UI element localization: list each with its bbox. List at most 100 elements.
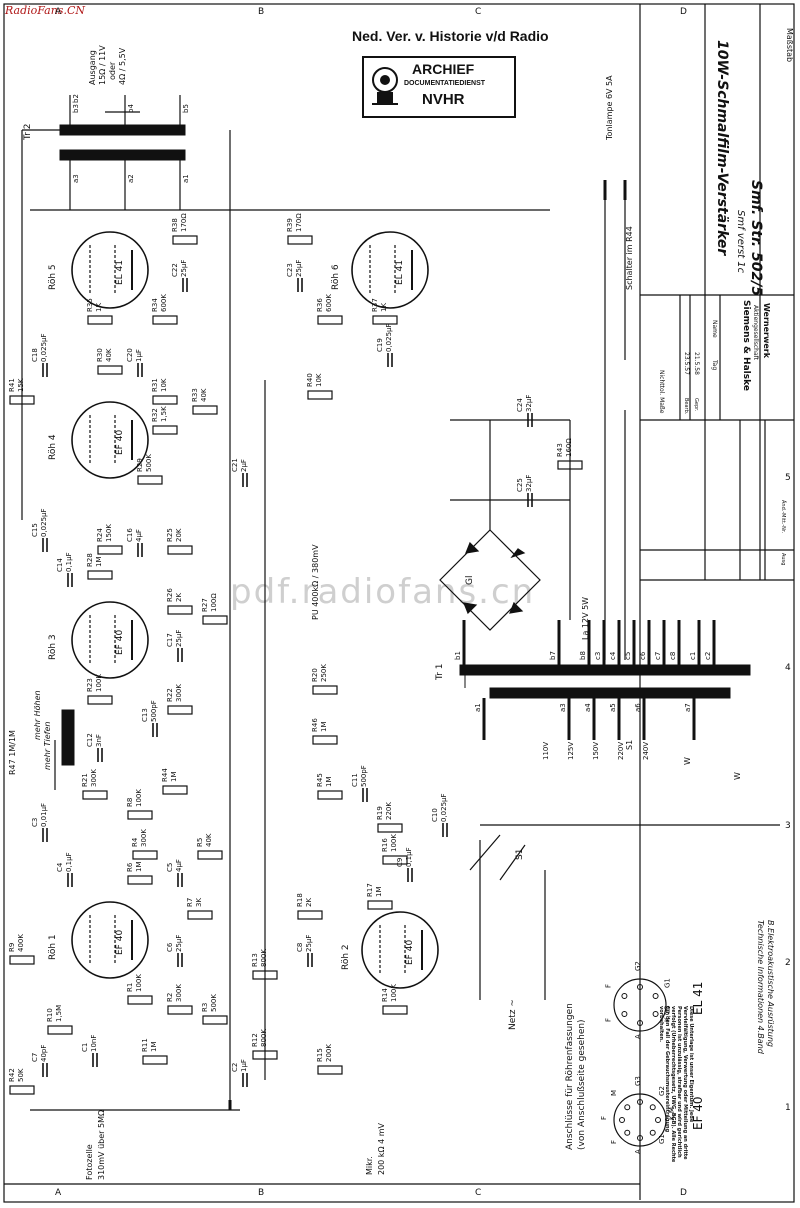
secondary-tap-c6: c6	[639, 651, 647, 660]
stamp-line3: NVHR	[422, 91, 465, 108]
component-value: 1µF	[240, 1059, 248, 1072]
resistor-body	[87, 315, 113, 325]
component-value: 0,1µF	[65, 552, 73, 572]
component-ref: R24	[96, 528, 104, 542]
grid-row-D: D	[680, 1188, 687, 1198]
tiefen-label: mehr Tiefen	[43, 722, 52, 770]
primary-tap-a3: a3	[559, 703, 567, 712]
pin	[624, 1129, 631, 1136]
component-value: 2µF	[240, 459, 248, 472]
component-ref: R38	[171, 218, 179, 232]
grid-row-top-A: A	[55, 7, 62, 17]
component-value: 40pF	[40, 1045, 48, 1062]
resistor-body	[382, 855, 408, 865]
component-ref: C14	[56, 558, 64, 572]
ausgang-oder: oder	[108, 61, 117, 80]
tube-ref: Röh 3	[48, 634, 58, 660]
tb-info2: B.Elektroakustische Ausrüstung	[766, 920, 775, 1047]
component-ref: C15	[31, 523, 39, 537]
pin-label: F	[610, 1140, 618, 1144]
component-ref: C5	[166, 863, 174, 872]
resistor-body	[317, 790, 343, 800]
ausgang-label: Ausgang	[88, 50, 97, 85]
grid-row-A: A	[55, 1188, 62, 1198]
component-value: 300K	[90, 769, 98, 787]
resistor-body	[162, 785, 188, 795]
component-value: 100K	[135, 974, 143, 992]
pin-label: A	[634, 1149, 642, 1154]
component-ref: R33	[191, 388, 199, 402]
component-value: 1M	[95, 557, 103, 568]
component-value: 1M	[135, 862, 143, 873]
component-ref: C3	[31, 818, 39, 827]
component-ref: R41	[8, 378, 16, 392]
component-value: 150K	[105, 524, 113, 542]
resistor-body	[9, 955, 35, 965]
component-value: 40K	[200, 388, 208, 402]
component-value: 600K	[160, 294, 168, 312]
resistor-body	[87, 570, 113, 580]
component-value: 0,025µF	[440, 793, 448, 822]
supply-rails	[21, 129, 571, 1111]
component-ref: C23	[286, 263, 294, 277]
r47-label: R47 1M/1M	[8, 730, 17, 775]
tb-tag: Tag	[711, 359, 718, 370]
pinout-outline	[613, 978, 667, 1032]
grid-col-5: 5	[785, 473, 791, 483]
resistor-body	[47, 1025, 73, 1035]
voltage-tap-3: 220V	[617, 742, 625, 760]
stamp-line2: DOCUMENTATIEDIENST	[404, 80, 486, 87]
tube-envelope	[351, 231, 429, 309]
secondary-tap-b8: b8	[579, 651, 587, 660]
component-ref: C19	[376, 338, 384, 352]
component-value: 32µF	[525, 395, 533, 412]
tb-name: Name	[711, 320, 718, 338]
power-transformer	[459, 664, 751, 699]
component-ref: R12	[251, 1033, 259, 1047]
voltage-tap-0: 110V	[542, 742, 550, 760]
resistor-body	[127, 810, 153, 820]
resistor-body	[187, 910, 213, 920]
resistor-body	[367, 900, 393, 910]
pin	[621, 993, 628, 999]
tb-title: 10W-Schmalfilm-Verstärker	[714, 40, 730, 256]
output-tap-b4: b4	[127, 104, 135, 113]
component-ref: C1	[81, 1043, 89, 1052]
resistor-body	[192, 405, 218, 415]
component-value: 25µF	[175, 935, 183, 952]
tb-subtitle: Smf verst 1c	[735, 210, 746, 274]
pin-label: K,M	[668, 1107, 676, 1120]
pin-label: F	[605, 1018, 613, 1022]
tr1-label: Tr 1	[435, 664, 445, 681]
component-value: 4µF	[175, 859, 183, 872]
component-value: 250K	[320, 664, 328, 682]
tube-ref: Röh 6	[331, 264, 341, 290]
lamp-label: La 12V 5W	[581, 597, 590, 640]
component-value: 1K	[95, 303, 103, 312]
resistor-body	[172, 235, 198, 245]
secondary-tap-c5: c5	[624, 652, 632, 660]
grid-row-top-B: B	[258, 7, 264, 17]
component-ref: R7	[186, 898, 194, 907]
